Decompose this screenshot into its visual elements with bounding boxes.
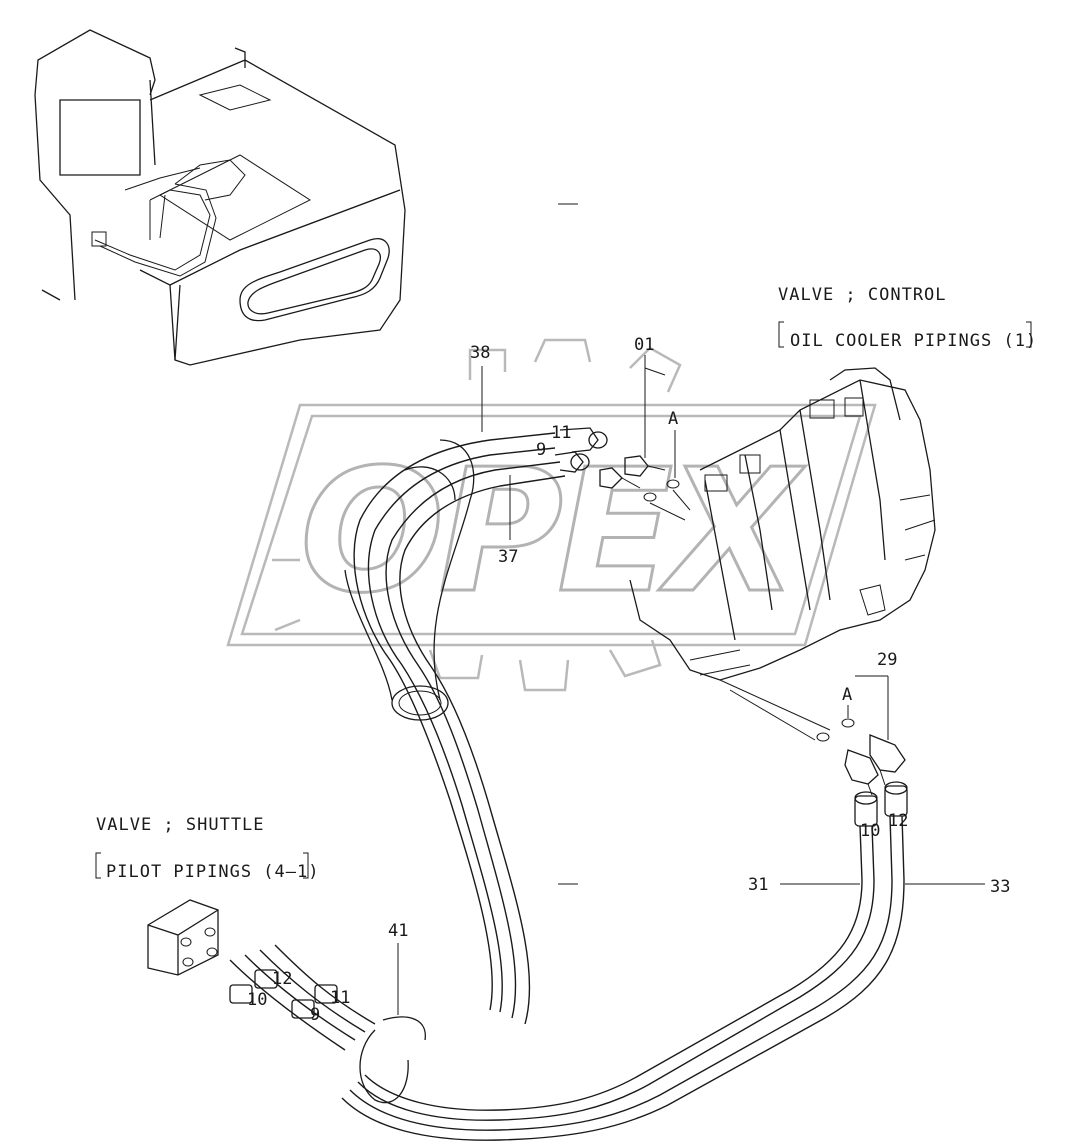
bottom-fittings: [816, 718, 908, 827]
callout-a-top: A: [668, 409, 678, 429]
hose-bundle: [229, 432, 905, 1141]
watermark-text: OPEX: [300, 433, 806, 631]
callout-29: 29: [877, 650, 897, 670]
control-valve-block: [629, 367, 936, 741]
callout-9-top: 9: [536, 440, 546, 460]
callout-38: 38: [470, 343, 490, 363]
leader-lines: [397, 355, 985, 1015]
control-valve-caption: VALVE ; CONTROL OIL COOLER PIPINGS (1): [778, 285, 1037, 351]
callout-a-bottom: A: [842, 685, 852, 705]
callout-12-right: 12: [888, 811, 908, 831]
callout-31: 31: [748, 875, 768, 895]
callout-10-right: 10: [860, 821, 880, 841]
callout-37: 37: [498, 547, 518, 567]
control-valve-ref: OIL COOLER PIPINGS (1): [790, 331, 1037, 351]
callout-9-left: 9: [310, 1005, 320, 1025]
control-valve-title: VALVE ; CONTROL: [778, 285, 947, 305]
top-fittings: [554, 427, 691, 521]
callout-12-left: 12: [272, 969, 292, 989]
callout-11-top: 11: [551, 423, 571, 443]
callout-10-left: 10: [247, 990, 267, 1010]
callouts: 38 01 A 11 9 37 29 A 10 12 31 33 41 12 1…: [247, 335, 1010, 1025]
shuttle-valve-ref: PILOT PIPINGS (4–1): [106, 862, 319, 882]
callout-01: 01: [634, 335, 654, 355]
callout-33: 33: [990, 877, 1010, 897]
callout-41: 41: [388, 921, 408, 941]
shuttle-valve-caption: VALVE ; SHUTTLE PILOT PIPINGS (4–1): [95, 815, 319, 882]
opex-watermark: OPEX: [226, 338, 877, 692]
callout-11-left: 11: [330, 988, 350, 1008]
shuttle-valve-block: [147, 899, 338, 1019]
shuttle-valve-title: VALVE ; SHUTTLE: [96, 815, 265, 835]
machine-overview: [34, 29, 406, 366]
